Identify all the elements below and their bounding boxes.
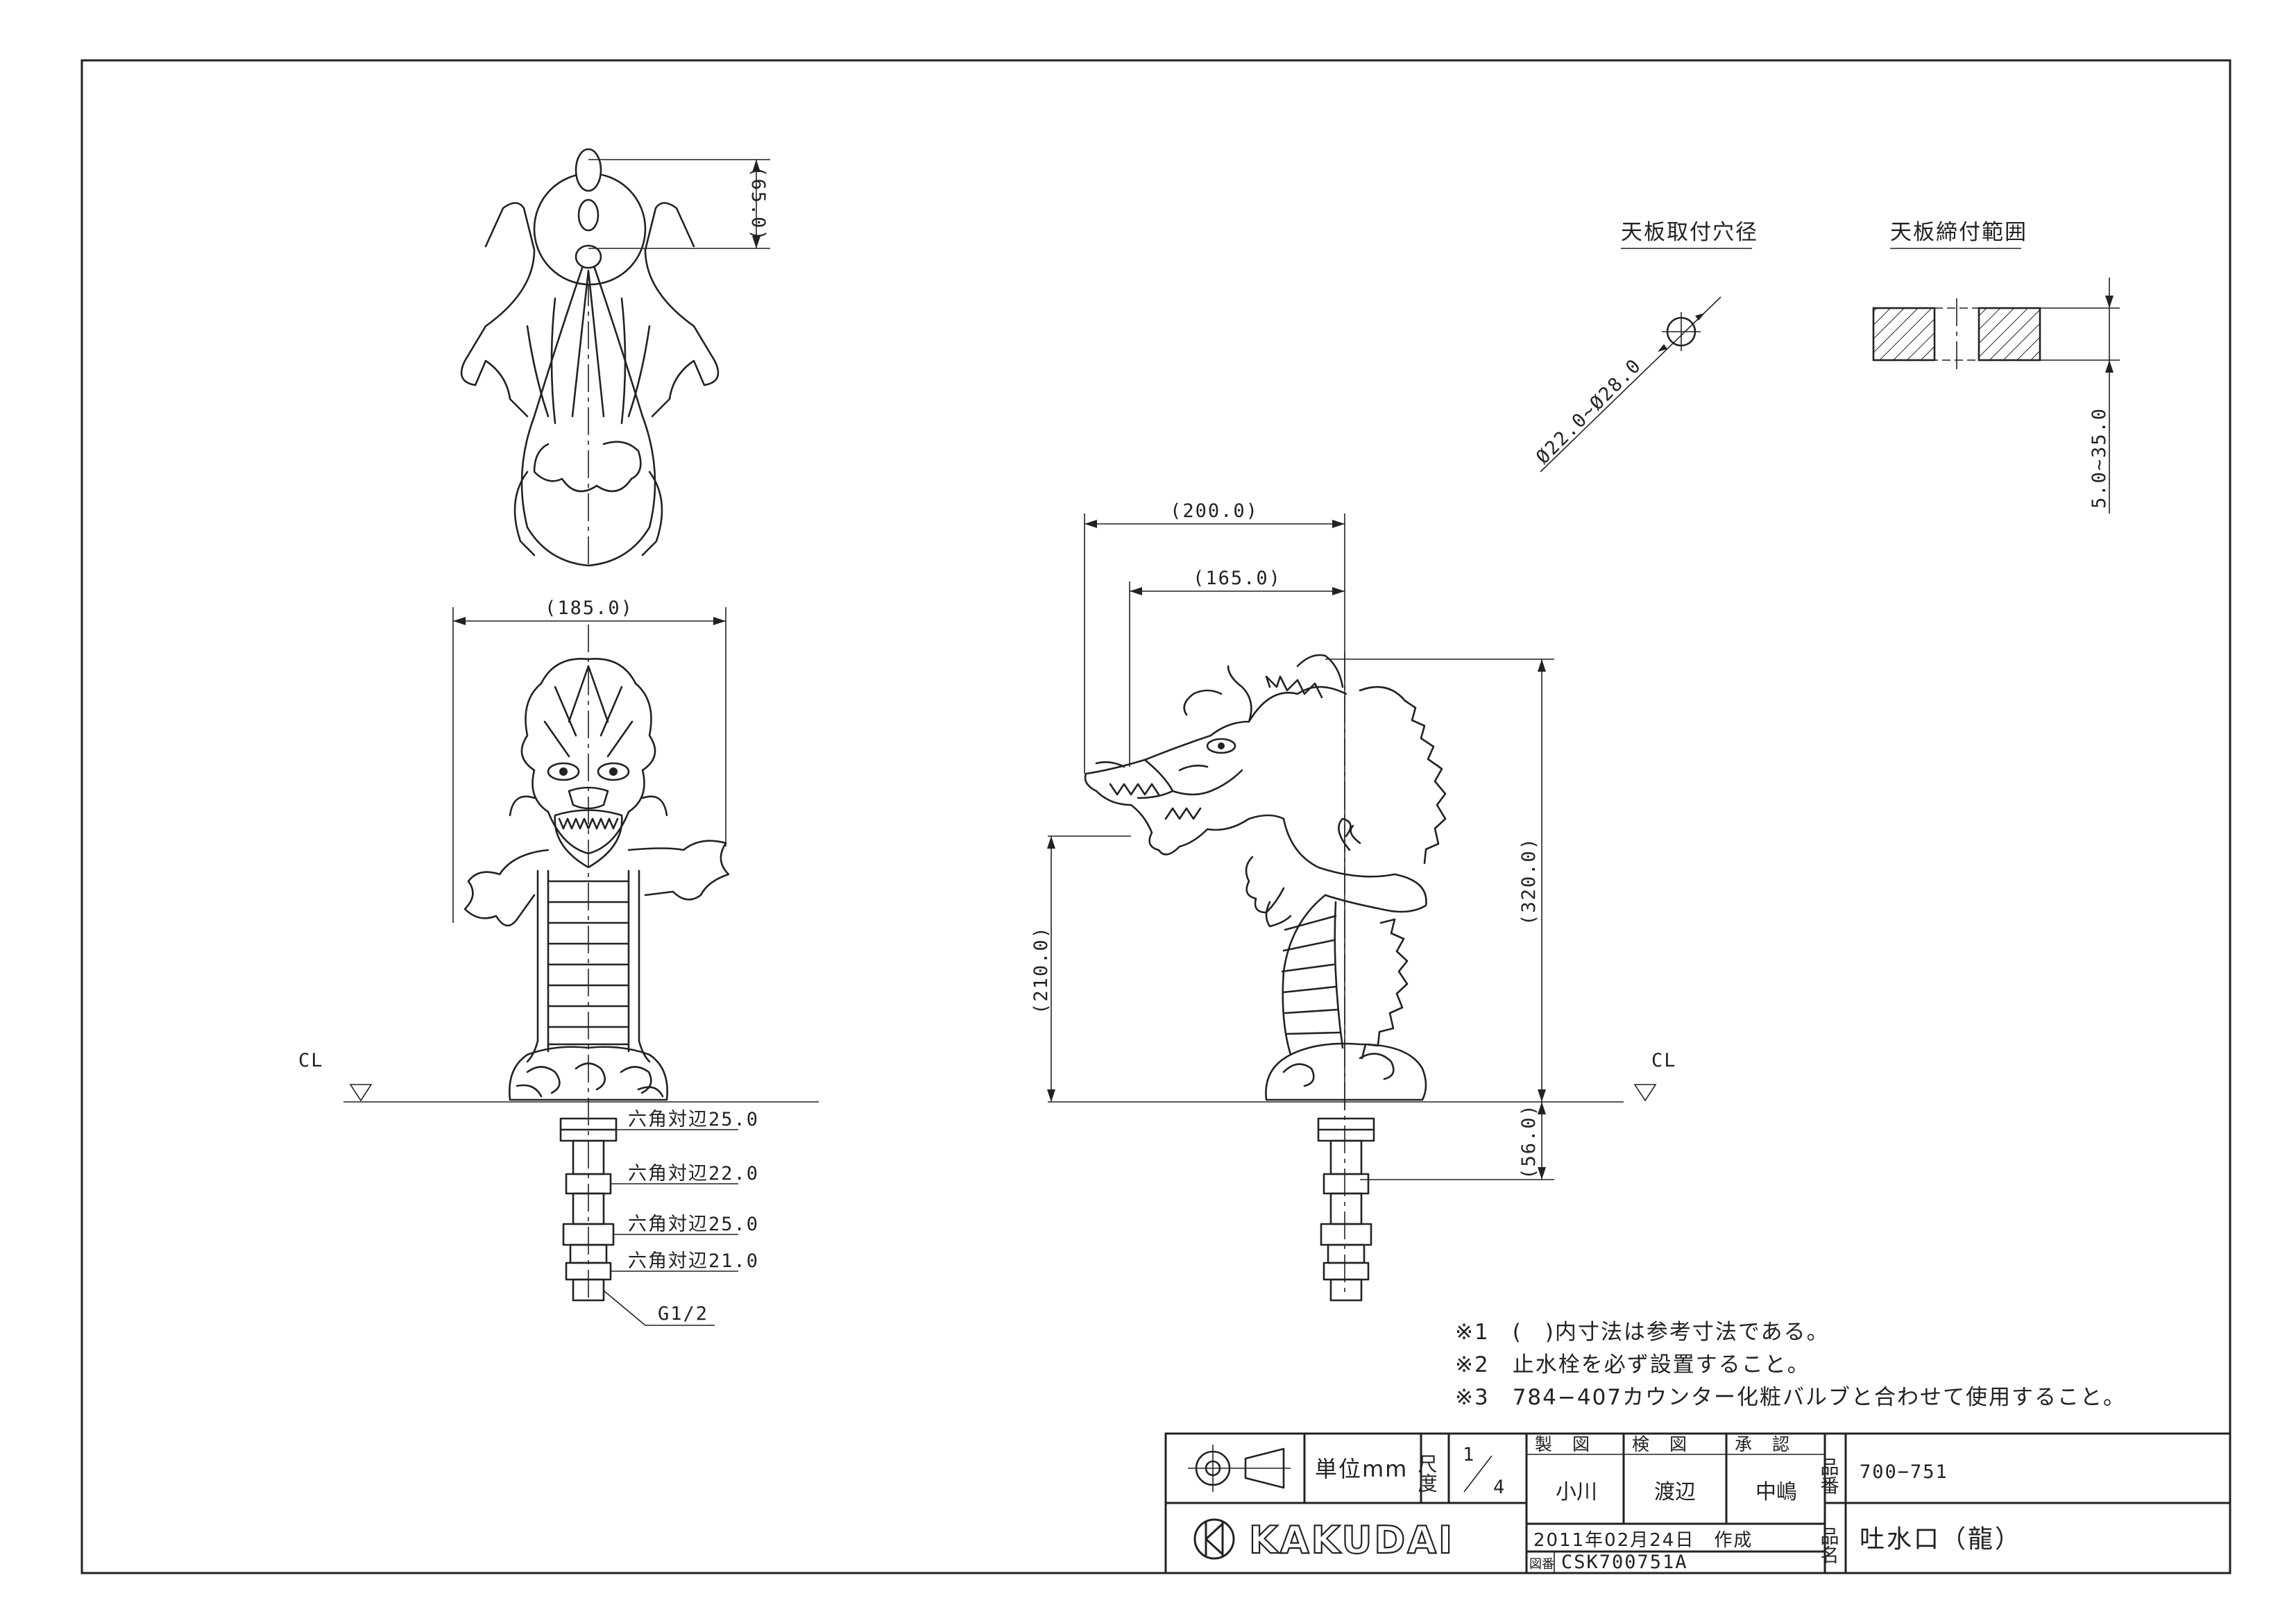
mounting-hole-title: 天板取付穴径 <box>1621 220 1758 245</box>
side-dim-below: (56.0) <box>1518 1103 1540 1180</box>
front-thread-label: G1/2 <box>658 1303 708 1325</box>
drawing-date: 2011年02月24日 作成 <box>1533 1530 1753 1551</box>
scale-label: 尺度 <box>1415 1454 1438 1493</box>
front-hex-label-4: 六角対辺21.0 <box>628 1250 759 1272</box>
sheet-border <box>80 59 2231 1574</box>
side-dim-height-total: (320.0) <box>1518 837 1540 926</box>
front-hex-label-1: 六角対辺25.0 <box>628 1109 759 1130</box>
note-1: ※1 ( )内寸法は参考寸法である。 <box>1455 1320 1830 1345</box>
front-cl-label: CL <box>298 1050 324 1071</box>
scale-denominator: 4 <box>1493 1477 1506 1498</box>
drawing-no: CSK700751A <box>1561 1552 1688 1573</box>
kakudai-logo-icon <box>1193 1518 1235 1560</box>
note-2: ※2 止水栓を必ず設置すること。 <box>1455 1352 1810 1377</box>
front-view: (185.0) CL <box>298 597 819 1326</box>
approved-label: 承 認 <box>1735 1434 1791 1454</box>
side-dim-width-spout: (165.0) <box>1193 568 1282 589</box>
note-3: ※3 784−407カウンター化粧バルブと合わせて使用すること。 <box>1455 1385 2126 1410</box>
title-block: 単位mm 尺度 1 4 KAKUDAI 製 図 検 図 承 認 小川 渡辺 中嶋… <box>1164 1432 2231 1574</box>
front-hex-label-2: 六角対辺22.0 <box>628 1163 759 1184</box>
scale-numerator: 1 <box>1463 1444 1475 1465</box>
top-view: (65.0) <box>460 148 770 569</box>
notes: ※1 ( )内寸法は参考寸法である。 ※2 止水栓を必ず設置すること。 ※3 7… <box>1455 1320 2126 1410</box>
tightening-range-thickness: 5.0~35.0 <box>2089 407 2110 509</box>
part-no-label: 品番 <box>1817 1457 1839 1495</box>
mounting-hole-detail: 天板取付穴径 Ø22.0~Ø28.0 <box>1532 220 1758 473</box>
side-dim-width-total: (200.0) <box>1170 500 1259 522</box>
approved-by: 中嶋 <box>1755 1480 1797 1504</box>
projection-symbol-icon <box>1188 1445 1291 1492</box>
checked-label: 検 図 <box>1632 1434 1688 1454</box>
front-dim-width: (185.0) <box>545 597 633 619</box>
side-dim-height-spout: (210.0) <box>1030 926 1052 1014</box>
top-dim-height: (65.0) <box>747 166 769 242</box>
front-hex-label-3: 六角対辺25.0 <box>628 1214 759 1235</box>
unit-label: 単位mm <box>1315 1456 1408 1482</box>
tightening-range-detail: 天板締付範囲 5.0~35.0 <box>1872 220 2120 513</box>
side-cl-label: CL <box>1651 1050 1677 1071</box>
part-name: 吐水口（龍） <box>1860 1525 2022 1554</box>
company-logo-text: KAKUDAI <box>1249 1518 1454 1562</box>
checked-by: 渡辺 <box>1654 1480 1696 1504</box>
drawn-label: 製 図 <box>1535 1434 1591 1454</box>
tightening-range-title: 天板締付範囲 <box>1890 220 2027 245</box>
side-view: (200.0) (165.0) (210.0) (320.0) (56.0) <box>1030 500 1677 1302</box>
part-name-label: 品名 <box>1817 1527 1839 1564</box>
mounting-hole-diameter: Ø22.0~Ø28.0 <box>1532 355 1646 468</box>
part-no: 700−751 <box>1860 1461 1948 1483</box>
drawing-no-label: 図番 <box>1529 1557 1554 1572</box>
drawn-by: 小川 <box>1556 1480 1597 1504</box>
